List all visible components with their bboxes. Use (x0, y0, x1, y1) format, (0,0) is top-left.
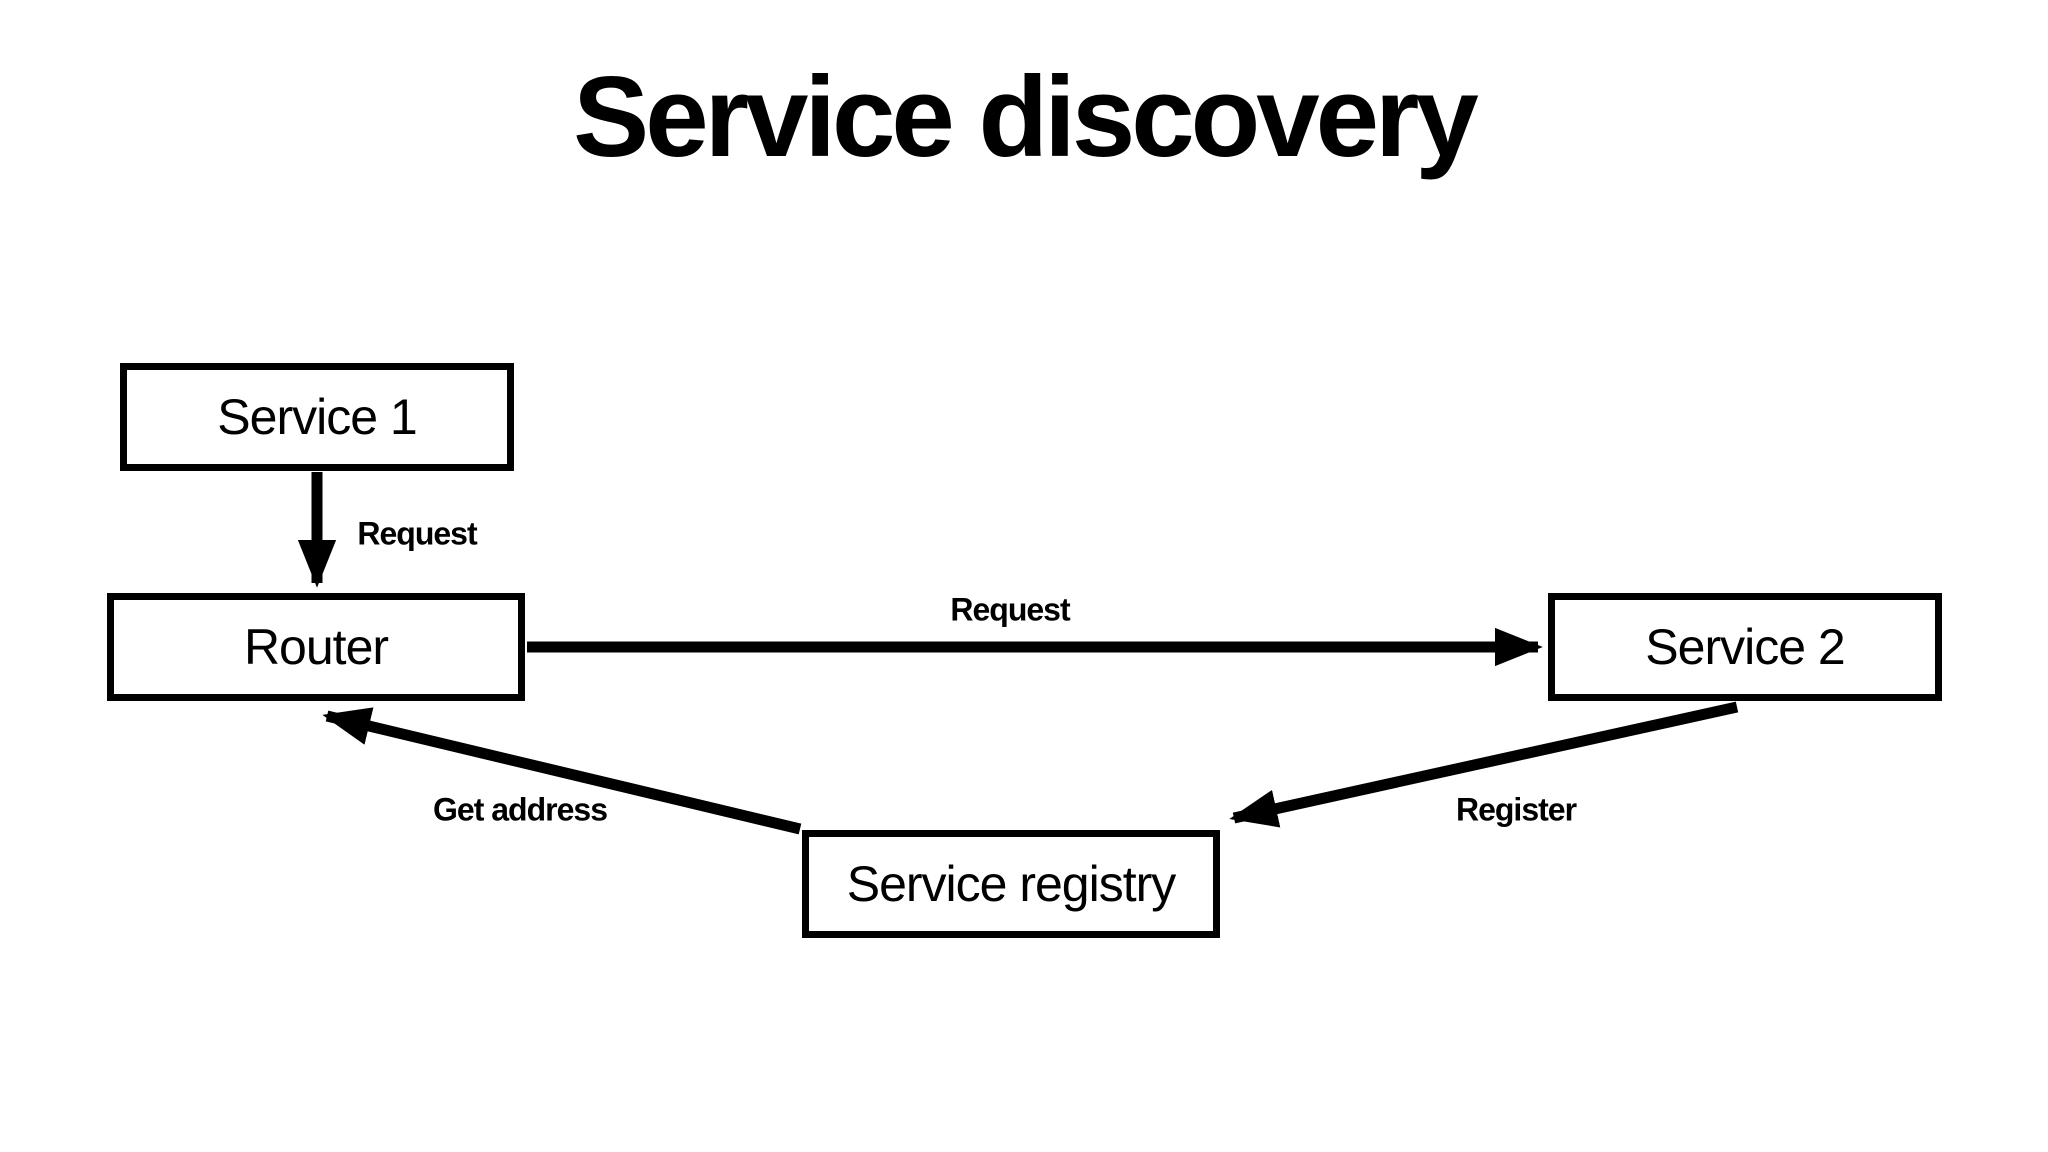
node-router: Router (107, 593, 525, 701)
edge-label-request-service1-router: Request (357, 515, 477, 552)
diagram-title: Service discovery (573, 54, 1479, 181)
edge-label-get-address: Get address (433, 791, 608, 828)
node-service-2: Service 2 (1548, 593, 1942, 701)
node-service-1: Service 1 (120, 363, 514, 471)
node-service-registry: Service registry (802, 830, 1220, 938)
edge-label-request-router-service2: Request (950, 591, 1070, 628)
edge-label-register: Register (1455, 791, 1577, 828)
edge-service2-to-registry-arrow (1229, 701, 1739, 828)
edge-registry-to-router-arrow (322, 707, 802, 835)
